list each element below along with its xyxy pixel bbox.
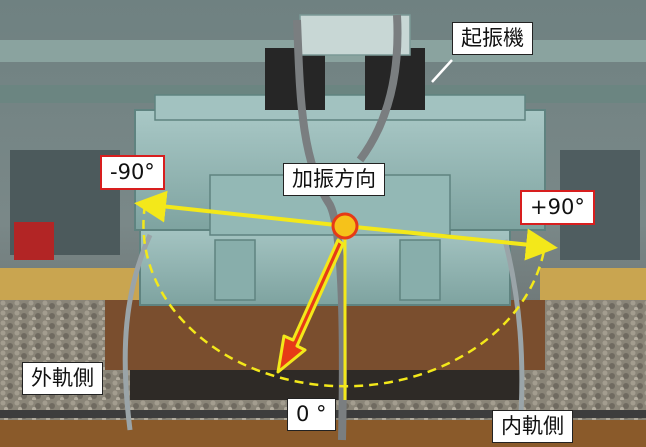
machine-top-plate <box>154 94 526 121</box>
zero-degree-label: 0 ° <box>287 398 336 431</box>
red-generator <box>14 222 54 260</box>
horizontal-direction-arrow-right <box>344 224 558 261</box>
rusty-base <box>105 300 545 370</box>
inner-rail-label: 内軌側 <box>492 410 573 443</box>
excitation-arrow <box>276 238 345 374</box>
direction-arc <box>142 204 547 388</box>
hose-left <box>293 19 347 441</box>
minus-90-label: -90° <box>100 155 165 190</box>
cable-right <box>502 239 525 431</box>
outer-rail-label: 外軌側 <box>22 362 103 395</box>
horizontal-direction-arrow <box>134 190 346 228</box>
support-leg-left <box>214 239 256 301</box>
hose-right <box>356 14 402 163</box>
plus-90-label: +90° <box>520 190 595 225</box>
cable-left <box>122 233 153 431</box>
excitation-direction-label: 加振方向 <box>283 163 385 196</box>
shaker-pointer <box>431 59 453 83</box>
support-leg-right <box>399 239 441 301</box>
pivot-point <box>331 212 359 240</box>
shaker-label: 起振機 <box>452 22 533 55</box>
